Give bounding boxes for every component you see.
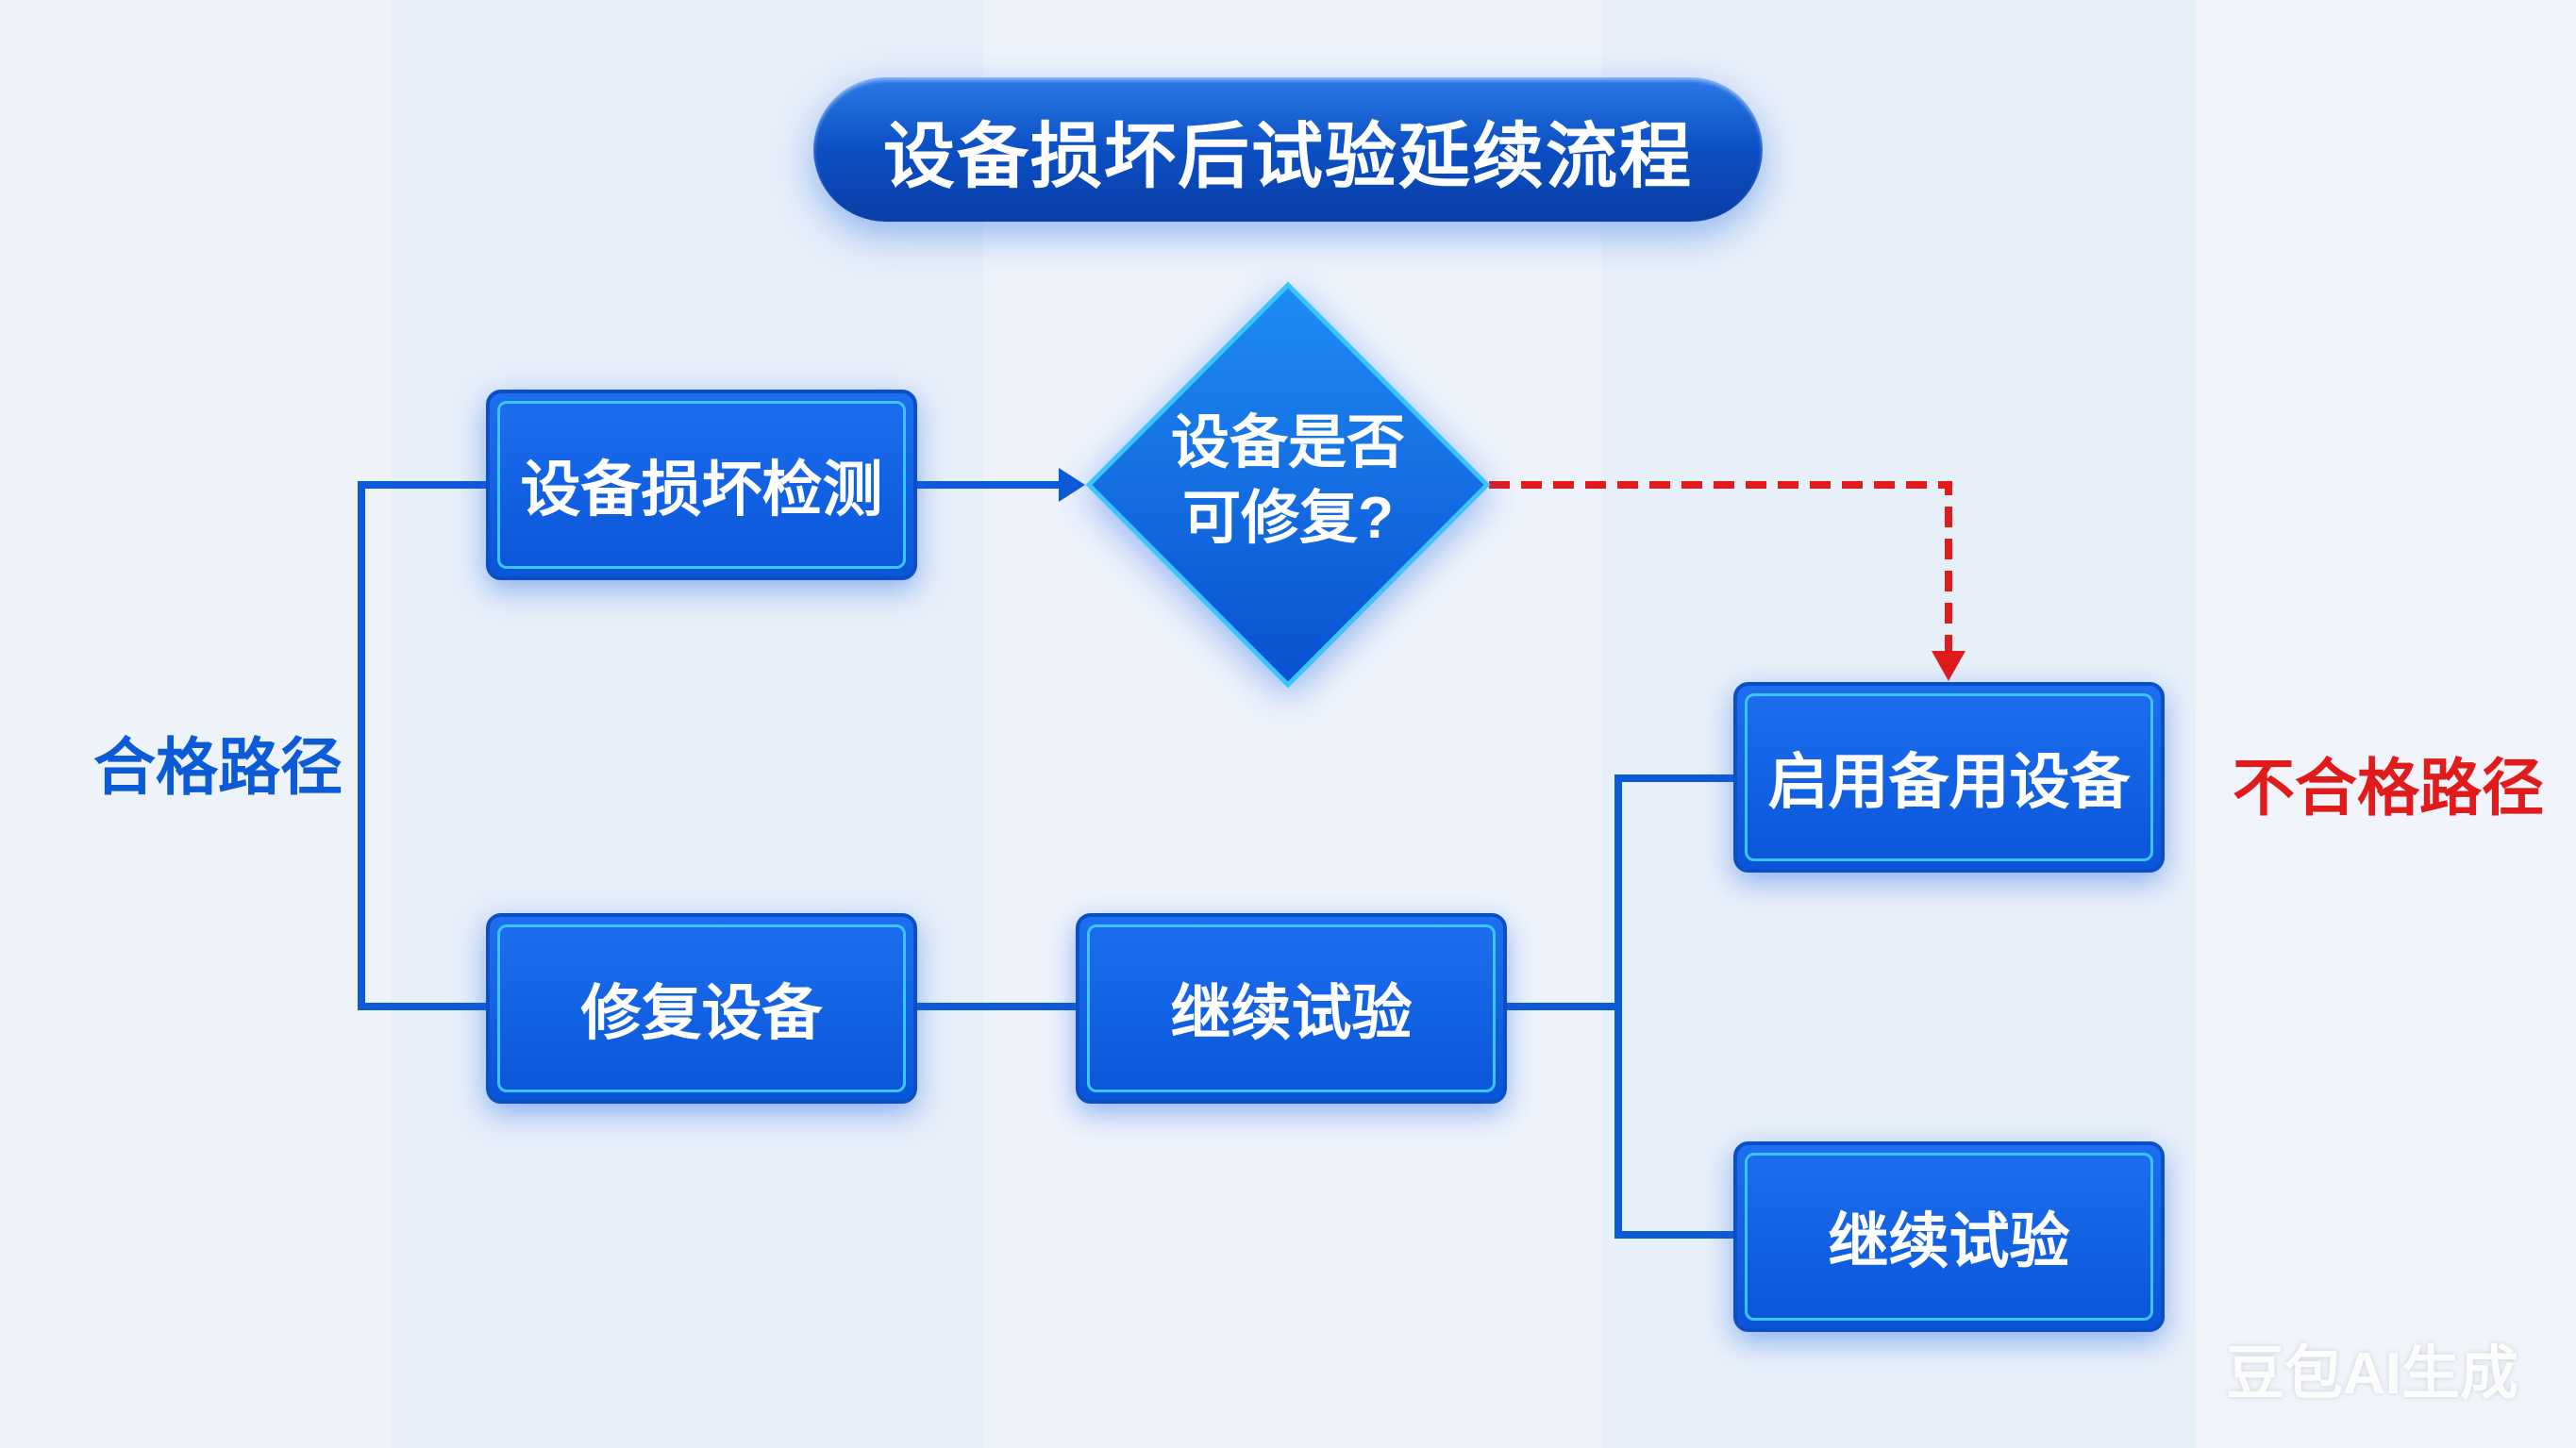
fail-dashed-line xyxy=(1489,481,1952,656)
decision-line-2: 可修复? xyxy=(1182,486,1394,551)
watermark: 豆包AI生成 xyxy=(2226,1341,2519,1406)
fail-arrow-head xyxy=(1932,651,1965,681)
node-repair[interactable]: 修复设备 xyxy=(486,913,917,1104)
pass-bracket-line xyxy=(358,481,486,1010)
pass-path-label: 合格路径 xyxy=(93,732,343,802)
node-backup[interactable]: 启用备用设备 xyxy=(1733,682,2165,873)
fail-path-label: 不合格路径 xyxy=(2233,753,2544,823)
branch-line xyxy=(1614,774,1733,1239)
arrow-head xyxy=(1059,468,1085,502)
decision-line-1: 设备是否 xyxy=(1170,410,1405,475)
page-title: 设备损坏后试验延续流程 xyxy=(813,77,1763,222)
decision-diamond xyxy=(1085,281,1491,689)
node-continue-pass[interactable]: 继续试验 xyxy=(1076,913,1507,1104)
node-continue-fail[interactable]: 继续试验 xyxy=(1733,1141,2165,1332)
node-decision[interactable]: 设备是否 可修复? xyxy=(1137,406,1439,557)
node-detect[interactable]: 设备损坏检测 xyxy=(486,390,917,580)
